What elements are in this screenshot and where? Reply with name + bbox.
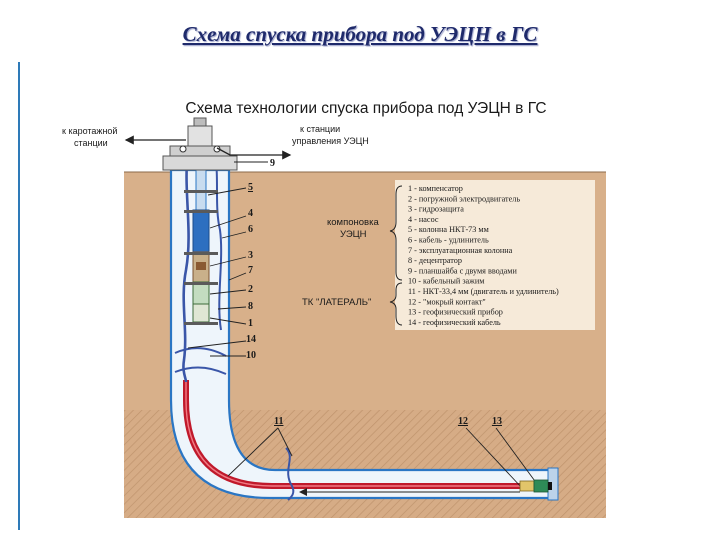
- tubing-red-highlight: [185, 380, 520, 487]
- cable-clamp-loop-2: [174, 366, 227, 375]
- geophysical-cable: [182, 149, 190, 383]
- callout-7: 7: [248, 265, 253, 276]
- callout-4: 4: [248, 208, 253, 219]
- leader-3: [209, 256, 247, 267]
- legend-brace-tk: [389, 282, 403, 326]
- legend-item: 4 - насос: [408, 215, 439, 224]
- callout-8: 8: [248, 301, 253, 312]
- legend-background: [395, 180, 595, 330]
- legend-item: 9 - планшайба с двумя вводами: [408, 266, 517, 275]
- legend-item: 12 - "мокрый контакт": [408, 297, 486, 306]
- compensator-section: [192, 303, 210, 323]
- legend-item: 13 - геофизический прибор: [408, 308, 503, 317]
- leader-14: [187, 340, 247, 349]
- protector-stripe: [196, 262, 206, 270]
- callout-1: 1: [248, 318, 253, 329]
- decentralizer-1: [184, 210, 218, 213]
- callout-5: 5: [248, 182, 253, 193]
- legend-item: 10 - кабельный зажим: [408, 277, 484, 286]
- cable-clamp-horizontal: [285, 447, 295, 501]
- cable-clamp-loop: [174, 347, 227, 357]
- wet-contact: [519, 480, 535, 492]
- callout-12: 12: [458, 416, 468, 427]
- legend-item: 7 - эксплуатационная колонна: [408, 246, 513, 255]
- legend-item: 8 - децентратор: [408, 256, 462, 265]
- label-station-line2: управления УЭЦН: [292, 136, 369, 146]
- left-divider: [18, 62, 20, 530]
- motor-section: [192, 281, 210, 305]
- callout-9: 9: [270, 158, 275, 169]
- callout-11: 11: [274, 416, 283, 427]
- instrument-tip: [548, 482, 552, 490]
- tubing-column: [195, 167, 207, 211]
- decentralizer-2: [184, 252, 218, 255]
- decentralizer-3: [184, 282, 218, 285]
- leader-13: [495, 427, 541, 489]
- geophysical-instrument: [533, 479, 549, 493]
- pump-section: [192, 209, 210, 253]
- wellhead-body: [187, 125, 213, 147]
- leader-6: [221, 231, 247, 239]
- arrow-to-control-station: [216, 147, 292, 160]
- callout-2: 2: [248, 284, 253, 295]
- group-label-line1: компоновка: [327, 217, 379, 228]
- group-label-line2: УЭЦН: [340, 229, 367, 240]
- legend-item: 5 - колонна НКТ-73 мм: [408, 225, 489, 234]
- legend-item: 2 - погружной электродвигатель: [408, 194, 520, 203]
- label-karotazh-line2: станции: [74, 138, 108, 148]
- leader-12: [465, 427, 523, 489]
- wellhead-port-left: [179, 145, 187, 153]
- wellhead-flange: [169, 145, 231, 157]
- power-cable: [213, 149, 223, 331]
- leader-4: [209, 215, 247, 229]
- callout-6: 6: [248, 224, 253, 235]
- leader-11-a: [227, 427, 279, 477]
- tk-lateral-label: ТК "ЛАТЕРАЛЬ": [302, 297, 371, 308]
- callout-13: 13: [492, 416, 502, 427]
- legend-item: 6 - кабель - удлинитель: [408, 236, 489, 245]
- leader-11-b: [277, 427, 293, 457]
- leader-8: [217, 306, 247, 310]
- legend-brace-esp: [389, 185, 403, 281]
- label-karotazh-line1: к каротажной: [62, 126, 117, 136]
- legend-item: 1 - компенсатор: [408, 184, 463, 193]
- wellhead-base: [162, 155, 238, 171]
- leader-2: [209, 289, 247, 295]
- leader-1: [209, 317, 247, 325]
- leader-7: [228, 272, 247, 281]
- slide-title: Схема спуска прибора под УЭЦН в ГС: [182, 22, 538, 46]
- callout-3: 3: [248, 250, 253, 261]
- legend-item: 14 - геофизический кабель: [408, 318, 501, 327]
- label-station-line1: к станции: [300, 124, 340, 134]
- decentralizer-5: [184, 190, 218, 193]
- callout-14: 14: [246, 334, 256, 345]
- callouts: [187, 161, 541, 489]
- callout-10: 10: [246, 350, 256, 361]
- leader-5: [207, 187, 247, 196]
- legend-item: 11 - НКТ-33,4 мм (двигатель и удлинитель…: [408, 287, 559, 296]
- diagram-title: Схема технологии спуска прибора под УЭЦН…: [185, 100, 546, 117]
- wellhead-top: [193, 117, 207, 127]
- decentralizer-4: [184, 322, 218, 325]
- legend-item: 3 - гидрозащита: [408, 205, 464, 214]
